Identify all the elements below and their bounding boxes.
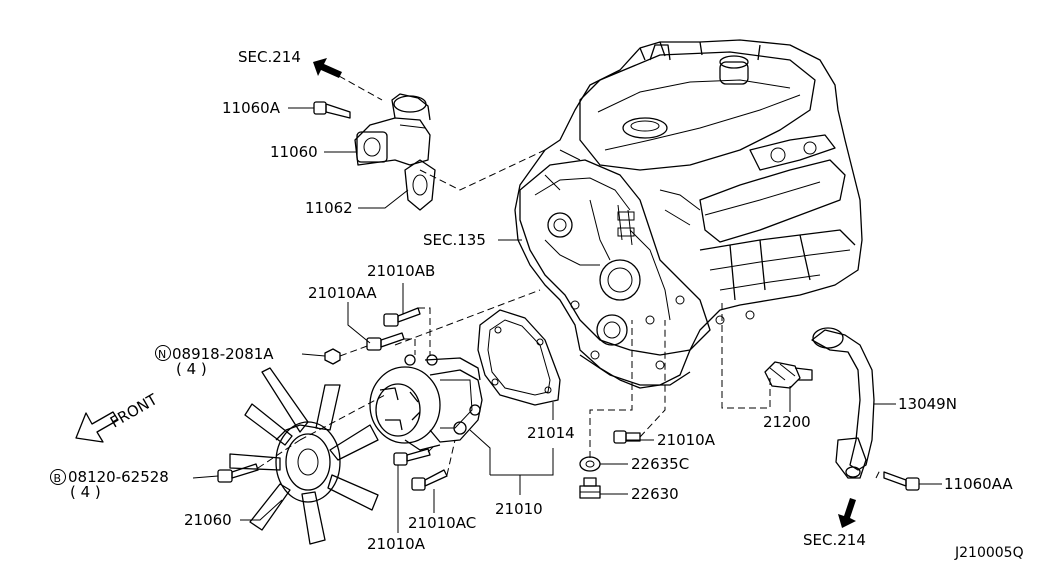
gasket-11062 [404,159,436,211]
front-arrow-icon [75,411,119,443]
gasket-21014 [477,309,561,406]
pipe-13049N [811,327,875,479]
sec214-bottom-label: SEC.214 [803,531,866,549]
label-21010AA: 21010AA [308,284,377,302]
arrow-down-icon [838,498,856,528]
water-pump-21010 [369,354,483,451]
bolt-21010AA [366,332,405,351]
n-prefix: N [158,348,166,361]
bolt-21010A-right [613,430,641,444]
label-b-qty: ( 4 ) [70,483,101,501]
label-08918-2081A: 08918-2081A [172,345,274,363]
label-08120-62528: 08120-62528 [68,468,169,486]
leader-lines [192,107,942,533]
label-22630: 22630 [631,485,679,503]
b-prefix: B [54,472,62,485]
heater-21200 [764,361,813,389]
fan-21060 [229,367,379,545]
engine-block [514,39,863,389]
label-22635C: 22635C [631,455,689,473]
label-13049N: 13049N [898,395,957,413]
bolt-21010AC [411,469,448,491]
diagram-id: J210005Q [954,545,1024,561]
label-sec135: SEC.135 [423,231,486,249]
bolt-21010A-bottom [393,448,431,466]
label-n-qty: ( 4 ) [176,360,207,378]
label-21010A-bottom: 21010A [367,535,426,553]
sec214-top-label: SEC.214 [238,48,301,66]
bolt-08120-62528 [217,463,259,483]
arrow-up-left-icon [313,58,383,101]
drain-plug-22630 [579,477,601,499]
label-21200: 21200 [763,413,811,431]
label-11060A: 11060A [222,99,281,117]
label-21010AB: 21010AB [367,262,435,280]
b-prefix-circle [50,469,66,485]
label-11062: 11062 [305,199,353,217]
label-11060: 11060 [270,143,318,161]
washer-22635C [579,456,601,472]
n-prefix-circle [155,345,171,361]
nut-08918-2081A [324,348,341,365]
front-label: FRONT [107,390,161,432]
bolt-21010AB [383,307,421,327]
bolt-11060AA [883,471,920,491]
label-21010AC: 21010AC [408,514,476,532]
bolt-11060A [313,101,351,119]
label-21014: 21014 [527,424,575,442]
water-outlet-11060 [354,93,431,166]
label-21060: 21060 [184,511,232,529]
label-21010A-right: 21010A [657,431,716,449]
label-21010: 21010 [495,500,543,518]
label-11060AA: 11060AA [944,475,1013,493]
assembly-lines [257,149,881,479]
